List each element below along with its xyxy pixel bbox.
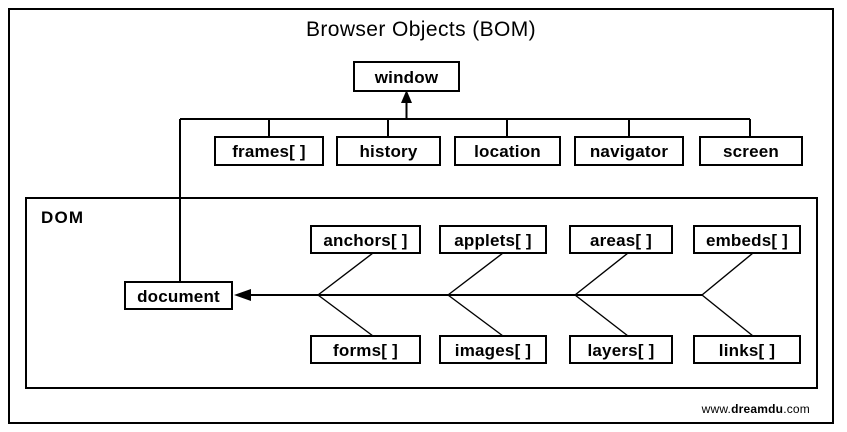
watermark-suffix: .com <box>783 402 810 416</box>
rib-images <box>447 294 504 337</box>
node-window[interactable]: window <box>353 61 460 92</box>
node-history[interactable]: history <box>336 136 441 166</box>
node-document[interactable]: document <box>124 281 233 310</box>
node-screen-label: screen <box>723 142 779 161</box>
diagram-title: Browser Objects (BOM) <box>306 18 536 41</box>
node-embeds-box[interactable] <box>693 225 801 254</box>
node-applets[interactable]: applets[ ] <box>439 225 547 254</box>
rib-areas <box>574 252 629 296</box>
document-arrow-head-icon <box>234 289 251 301</box>
node-navigator-label: navigator <box>590 142 669 161</box>
watermark: www.dreamdu.com <box>701 402 810 416</box>
node-frames[interactable]: frames[ ] <box>214 136 324 166</box>
node-layers[interactable]: layers[ ] <box>569 335 673 364</box>
node-anchors[interactable]: anchors[ ] <box>310 225 421 254</box>
node-images-label: images[ ] <box>455 341 531 360</box>
node-location-label: location <box>474 142 541 161</box>
node-navigator[interactable]: navigator <box>574 136 684 166</box>
node-images-box[interactable] <box>439 335 547 364</box>
node-screen-box[interactable] <box>699 136 803 166</box>
node-links[interactable]: links[ ] <box>693 335 801 364</box>
node-document-label: document <box>137 287 220 306</box>
node-document-box[interactable] <box>124 281 233 310</box>
watermark-prefix: www. <box>701 402 731 416</box>
rib-forms <box>317 294 374 337</box>
outer-frame-border <box>8 8 834 424</box>
node-applets-box[interactable] <box>439 225 547 254</box>
watermark-brand: dreamdu <box>731 402 783 416</box>
node-applets-label: applets[ ] <box>454 231 532 250</box>
node-window-label: window <box>374 68 439 87</box>
node-areas[interactable]: areas[ ] <box>569 225 673 254</box>
node-forms-label: forms[ ] <box>333 341 398 360</box>
node-layers-label: layers[ ] <box>587 341 654 360</box>
node-location[interactable]: location <box>454 136 561 166</box>
dom-group-label: DOM <box>41 208 84 227</box>
node-areas-box[interactable] <box>569 225 673 254</box>
node-layers-box[interactable] <box>569 335 673 364</box>
dom-group-border <box>25 197 818 389</box>
node-areas-label: areas[ ] <box>590 231 652 250</box>
node-forms-box[interactable] <box>310 335 421 364</box>
node-history-label: history <box>359 142 417 161</box>
window-arrow-head-icon <box>401 90 412 103</box>
node-embeds-label: embeds[ ] <box>706 231 788 250</box>
node-frames-label: frames[ ] <box>232 142 306 161</box>
node-embeds[interactable]: embeds[ ] <box>693 225 801 254</box>
node-anchors-label: anchors[ ] <box>323 231 407 250</box>
rib-applets <box>447 252 504 296</box>
rib-layers <box>574 294 629 337</box>
node-frames-box[interactable] <box>214 136 324 166</box>
rib-anchors <box>317 252 374 296</box>
node-anchors-box[interactable] <box>310 225 421 254</box>
node-screen[interactable]: screen <box>699 136 803 166</box>
node-links-box[interactable] <box>693 335 801 364</box>
node-links-label: links[ ] <box>719 341 775 360</box>
rib-links <box>701 294 754 337</box>
node-forms[interactable]: forms[ ] <box>310 335 421 364</box>
node-location-box[interactable] <box>454 136 561 166</box>
rib-embeds <box>701 252 754 296</box>
node-navigator-box[interactable] <box>574 136 684 166</box>
node-history-box[interactable] <box>336 136 441 166</box>
node-images[interactable]: images[ ] <box>439 335 547 364</box>
